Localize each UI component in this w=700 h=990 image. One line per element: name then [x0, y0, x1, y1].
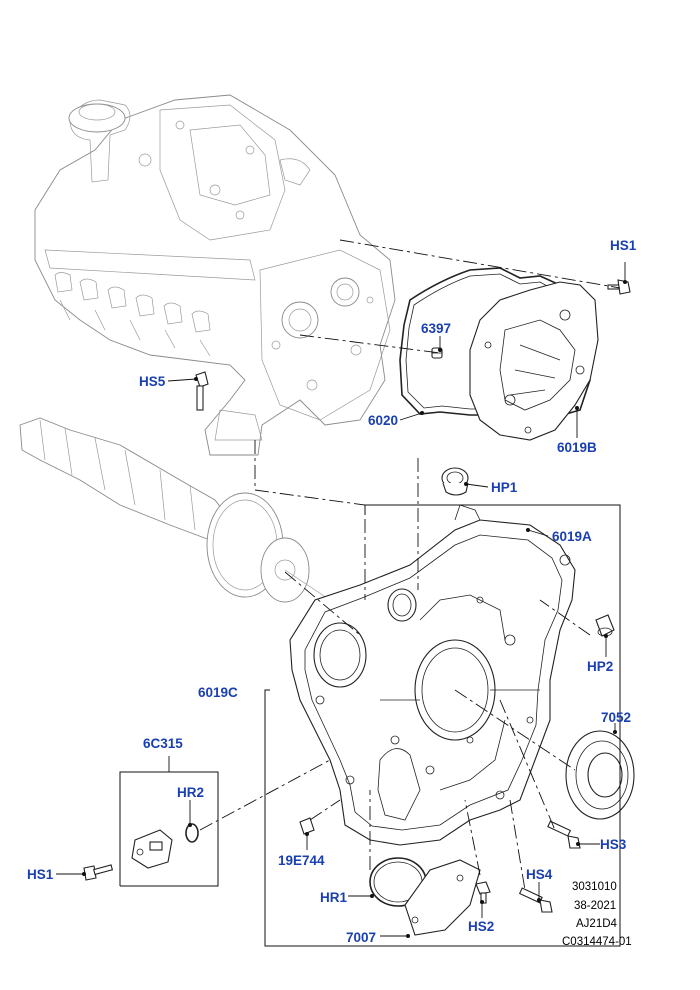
callout-7007: 7007 — [346, 930, 376, 945]
callout-hs2: HS2 — [468, 919, 494, 934]
callout-hr1: HR1 — [320, 890, 347, 905]
callout-6020: 6020 — [368, 413, 398, 428]
callout-6019a: 6019A — [552, 529, 592, 544]
group-box-6c315 — [119, 756, 219, 887]
reference-line-3: AJ21D4 — [576, 918, 618, 930]
stud-hs5 — [195, 371, 209, 411]
bolt-hs1-bottom — [83, 864, 114, 881]
reference-line-2: 38-2021 — [574, 900, 616, 912]
callout-hs1-top: HS1 — [610, 238, 637, 253]
callout-6397: 6397 — [421, 321, 451, 336]
bolt-hs2 — [475, 881, 491, 904]
callout-hr2: HR2 — [177, 785, 204, 800]
group-bracket-6019c — [264, 504, 621, 947]
bolt-hs1-top — [607, 279, 631, 295]
plug-hp2 — [595, 614, 615, 637]
callout-6c315: 6C315 — [143, 736, 183, 751]
callout-19e744: 19E744 — [278, 853, 325, 868]
cover-6019b — [469, 281, 599, 441]
reference-line-4: C0314474-01 — [562, 936, 632, 948]
reference-codes: 3031010 38-2021 AJ21D4 C0314474-01 — [562, 881, 632, 948]
crankshaft-illustration — [19, 417, 331, 603]
callout-hs4: HS4 — [526, 867, 553, 882]
callout-hs5: HS5 — [139, 374, 166, 389]
o-ring-hr2 — [185, 823, 199, 843]
callout-hs3: HS3 — [600, 837, 627, 852]
plug-19e744 — [299, 817, 315, 835]
callout-hp1: HP1 — [491, 480, 518, 495]
front-cover-6019a — [289, 504, 576, 846]
cover-plate-7007 — [404, 859, 481, 936]
plug-hp1 — [441, 467, 469, 496]
engine-block-illustration — [34, 94, 396, 456]
callout-6019b: 6019B — [557, 440, 597, 455]
callout-leaders — [56, 262, 627, 938]
assembly-centerlines — [199, 239, 621, 891]
sensor-6c315 — [131, 829, 173, 869]
bolt-hs4 — [518, 887, 553, 913]
oil-seal-7052 — [565, 730, 635, 820]
callout-7052: 7052 — [601, 710, 631, 725]
reference-line-1: 3031010 — [572, 881, 617, 893]
callout-hs1-bottom: HS1 — [27, 867, 54, 882]
callout-hp2: HP2 — [587, 659, 613, 674]
callout-6019c: 6019C — [198, 685, 238, 700]
